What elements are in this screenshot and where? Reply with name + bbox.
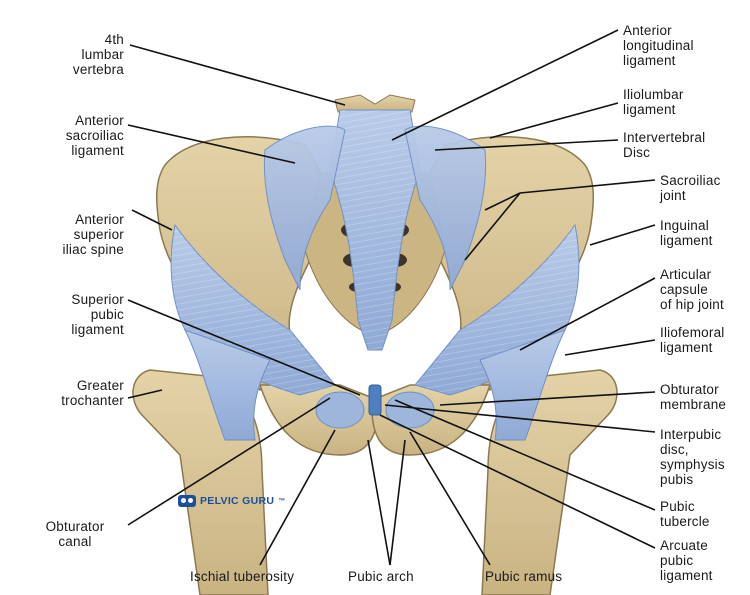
leader-superior-pubic [127,299,361,396]
leader-pubic-ramus [409,431,491,566]
leader-inguinal [589,224,656,246]
leader-pubic-arch-b [389,439,406,566]
pelvic-guru-logo-icon [178,495,196,507]
leader-obturator-canal [127,397,331,526]
leader-interpubic-disc [384,404,656,433]
leader-sacroiliac-b [484,192,521,211]
logo-text: PELVIC GURU [200,495,275,507]
label-interpubic-disc: Interpubic disc, symphysis pubis [660,427,725,487]
label-lumbar-vertebra: 4th lumbar vertebra [72,32,124,77]
label-arcuate: Arcuate pubic ligament [660,538,713,583]
leader-greater-trochanter [127,389,163,399]
leader-sacroiliac-c [464,192,521,261]
leader-obturator-membrane [439,391,656,406]
label-anterior-longitudinal: Anterior longitudinal ligament [623,23,694,68]
label-superior-pubic: Superior pubic ligament [71,292,124,337]
leader-lumbar-vertebra [129,44,346,106]
label-pubic-arch: Pubic arch [348,569,414,584]
label-greater-trochanter: Greater trochanter [61,378,124,408]
logo-trademark: ™ [278,497,286,505]
label-inguinal: Inguinal ligament [660,218,713,248]
leader-articular-capsule [519,277,656,351]
label-intervertebral-disc: Intervertebral Disc [623,130,706,160]
leader-pubic-tubercle [394,399,656,511]
leader-arcuate [379,414,656,549]
label-pubic-ramus: Pubic ramus [485,569,563,584]
label-pubic-tubercle: Pubic tubercle [660,499,710,529]
leader-asis [131,209,173,231]
ligaments [170,109,580,441]
leader-iliofemoral [564,339,656,356]
leader-anterior-sacroiliac [127,124,296,164]
label-ischial-tuberosity: Ischial tuberosity [190,569,295,584]
leader-ischial-tuberosity [259,429,336,566]
leader-anterior-longitudinal [391,29,619,141]
label-articular-capsule: Articular capsule of hip joint [660,267,724,312]
label-anterior-sacroiliac: Anterior sacroiliac ligament [65,113,124,158]
leader-lines [127,29,656,566]
leader-intervertebral [434,139,619,151]
label-obturator-membrane: Obturator membrane [660,382,727,412]
label-iliolumbar: Iliolumbar ligament [623,87,684,117]
leader-sacroiliac-a [519,179,656,194]
label-iliofemoral: Iliofemoral ligament [660,325,725,355]
label-obturator-canal: Obturator canal [45,519,105,549]
label-sacroiliac-joint: Sacroiliac joint [660,173,721,203]
lumbar-vertebra [334,94,416,113]
leader-pubic-arch-a [367,439,391,566]
leader-iliolumbar [489,102,619,139]
label-asis: Anterior superior iliac spine [62,212,124,257]
